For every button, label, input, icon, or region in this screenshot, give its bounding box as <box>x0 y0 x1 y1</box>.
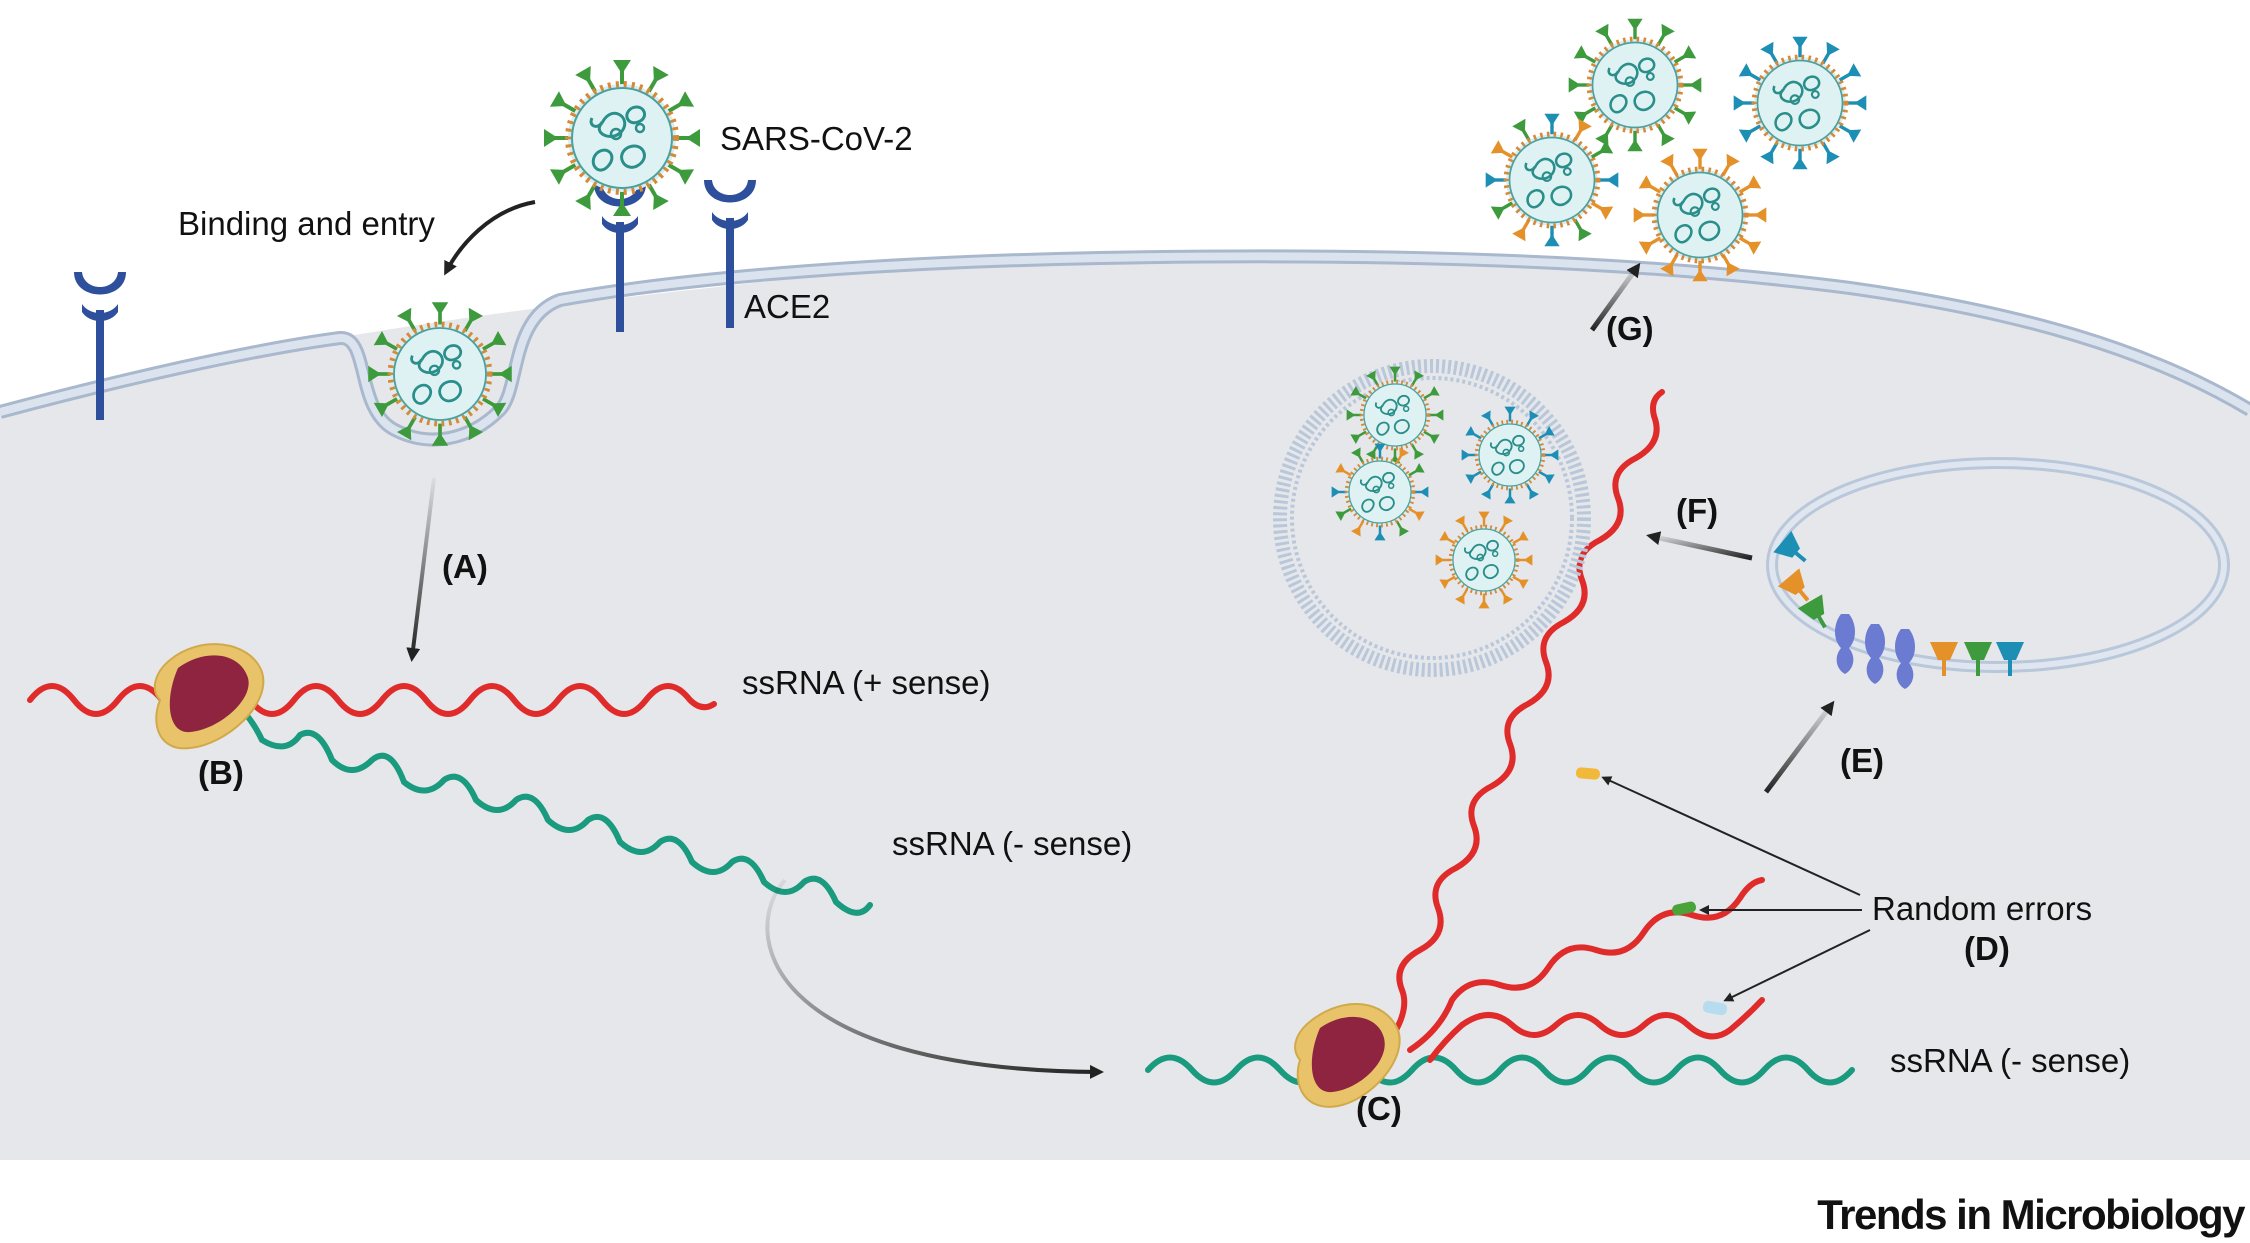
ssrna-plus-strand <box>27 683 717 717</box>
released-virion-blue <box>1734 37 1867 170</box>
arrow-g <box>1589 262 1641 332</box>
label-ace2: ACE2 <box>744 288 830 325</box>
er-vesicle <box>1766 457 2230 673</box>
journal-brand: Trends in Microbiology <box>1817 1191 2245 1238</box>
viral-membrane-proteins <box>1773 530 2024 689</box>
label-step-f: (F) <box>1676 492 1718 529</box>
arrow-a <box>406 477 436 662</box>
error-marker-yellow <box>1575 767 1600 780</box>
label-step-g: (G) <box>1606 310 1654 347</box>
new-plus-strand-1 <box>1387 389 1665 1043</box>
released-virion-orange <box>1634 149 1767 282</box>
released-virion-green <box>1569 19 1702 152</box>
label-step-c: (C) <box>1356 1090 1402 1127</box>
new-plus-strand-2 <box>1407 877 1765 1053</box>
error-pointer-3 <box>1723 929 1871 1002</box>
label-ssrna-minus-1: ssRNA (- sense) <box>892 825 1132 862</box>
label-binding-entry: Binding and entry <box>178 205 435 242</box>
ribosome-c <box>1294 1003 1401 1108</box>
new-plus-strand-3 <box>1427 997 1765 1063</box>
label-step-a: (A) <box>442 548 488 585</box>
error-marker-lightblue <box>1702 1000 1728 1016</box>
ssrna-minus-strand-2 <box>1145 1054 1855 1086</box>
binding-arrow <box>444 200 536 276</box>
label-step-e: (E) <box>1840 742 1884 779</box>
cytoplasm <box>0 257 2250 1160</box>
ssrna-minus-strand-1 <box>229 697 873 916</box>
cell-membrane <box>0 249 2250 447</box>
label-step-d: (D) <box>1964 930 2010 967</box>
arrow-to-replication <box>765 878 1104 1079</box>
label-step-b: (B) <box>198 754 244 791</box>
arrow-e <box>1764 700 1835 794</box>
sars-cov-2-virion <box>544 60 700 216</box>
label-ssrna-plus: ssRNA (+ sense) <box>742 664 991 701</box>
label-ssrna-minus-2: ssRNA (- sense) <box>1890 1042 2130 1079</box>
label-random-errors: Random errors <box>1872 890 2092 927</box>
label-sars-cov-2: SARS-CoV-2 <box>720 120 913 157</box>
exocytic-vesicle <box>1273 359 1591 677</box>
released-virion-mixed <box>1486 114 1619 247</box>
arrow-f <box>1646 531 1753 561</box>
ribosome-b <box>153 643 265 750</box>
error-pointer-1 <box>1601 776 1861 896</box>
error-marker-green <box>1672 901 1697 916</box>
